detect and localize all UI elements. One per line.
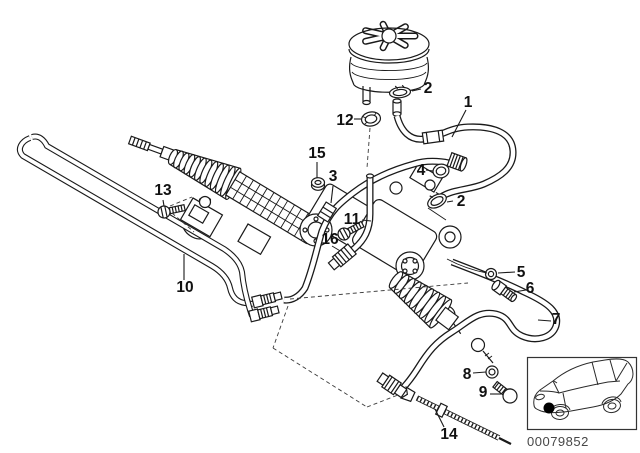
callout-2: 2	[456, 193, 466, 210]
hose-bracket	[470, 337, 486, 353]
pipe-fitting-upper	[251, 291, 283, 309]
cable-tie-14	[399, 386, 512, 445]
hose-end-fitting	[376, 372, 408, 399]
callout-7: 7	[551, 311, 561, 328]
cooler-hose-7	[376, 258, 561, 399]
banjo-bolt-6	[491, 279, 518, 303]
pipe-end-fitting	[327, 243, 358, 271]
callout-1: 1	[463, 94, 473, 111]
bellows-right	[388, 271, 462, 335]
callout-2: 2	[423, 80, 433, 97]
o-ring-4	[432, 163, 450, 179]
seal-ring-12	[360, 111, 382, 127]
leader-lines	[162, 88, 552, 428]
callout-14: 14	[440, 426, 458, 443]
washer-5	[484, 267, 498, 281]
callout-13: 13	[154, 182, 172, 199]
callout-9: 9	[478, 384, 488, 401]
bolt-9	[492, 380, 518, 404]
bellows-left	[167, 148, 242, 201]
location-dot	[543, 402, 555, 414]
tie-rod-left	[127, 135, 178, 163]
washer-8	[485, 365, 499, 379]
callout-10: 10	[176, 279, 194, 296]
callout-11: 11	[343, 211, 361, 228]
steering-rack	[127, 135, 462, 335]
hose-clamp-2-upper	[388, 84, 412, 99]
part-number: 00079852	[527, 434, 589, 449]
callout-6: 6	[525, 280, 535, 297]
callout-4: 4	[416, 162, 426, 179]
cooler-pipe-10	[17, 133, 283, 323]
callout-5: 5	[516, 264, 526, 281]
nut-15	[310, 177, 326, 191]
vehicle-locator-box	[526, 356, 638, 431]
callout-12: 12	[336, 112, 354, 129]
callout-3: 3	[328, 168, 338, 185]
pressure-hose-3	[283, 151, 468, 304]
bracket-bolt-head	[198, 195, 212, 209]
bolt-16	[337, 220, 365, 241]
hose-sleeve	[421, 129, 445, 145]
suction-hose-1	[393, 114, 517, 201]
pipe-fitting-lower	[248, 305, 280, 323]
fluid-reservoir	[348, 20, 430, 117]
callout-16: 16	[321, 231, 339, 248]
threaded-fitting	[446, 151, 468, 172]
return-pipe-11	[327, 173, 375, 271]
construction-lines	[169, 127, 469, 408]
bolt-13	[157, 203, 186, 219]
hose-clamp-2-lower	[427, 191, 447, 209]
callout-15: 15	[308, 145, 326, 162]
reservoir-cap-icon	[362, 20, 419, 52]
hose-coupling	[316, 201, 338, 223]
callout-8: 8	[462, 366, 472, 383]
pipe-block	[237, 223, 272, 256]
